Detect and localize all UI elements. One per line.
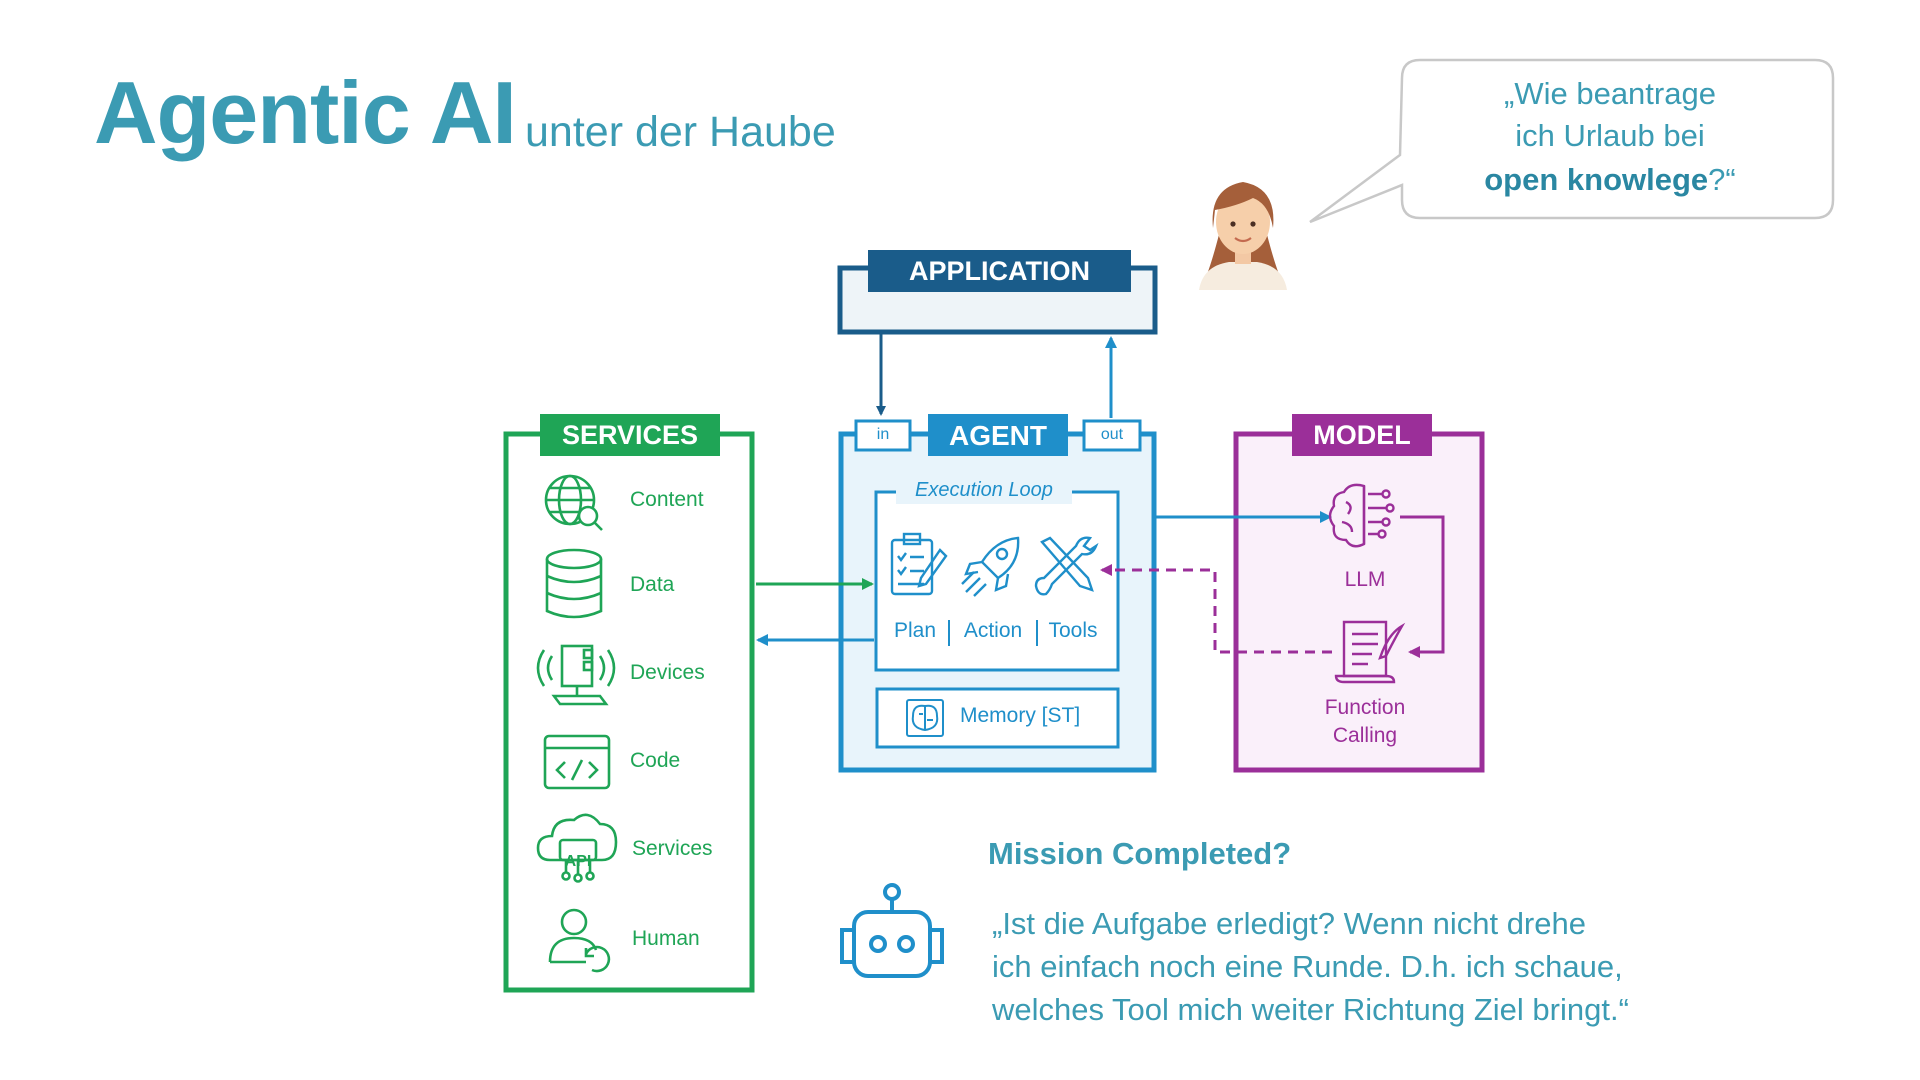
page-title: Agentic AI <box>94 63 517 162</box>
arrow-llm-to-function <box>1400 515 1445 658</box>
execution-loop-label: Execution Loop <box>915 479 1053 501</box>
service-item-code: Code <box>630 749 681 772</box>
database-icon <box>545 548 603 619</box>
memory-label: Memory [ST] <box>960 704 1081 727</box>
function-calling-label-2: Calling <box>1332 724 1398 747</box>
rocket-icon <box>961 536 1020 597</box>
mission-quote-line-1: „Ist die Aufgabe erledigt? Wenn nicht dr… <box>992 906 1586 941</box>
bubble-bold-text: open knowlege <box>1484 162 1709 197</box>
model-header <box>1292 414 1432 456</box>
mission-quote-line-2: ich einfach noch eine Runde. D.h. ich sc… <box>992 949 1623 984</box>
tools-icon <box>1034 536 1099 596</box>
llm-label: LLM <box>1344 568 1386 591</box>
api-cloud-icon <box>536 813 618 883</box>
service-item-data: Data <box>630 573 675 596</box>
speech-bubble <box>1309 58 1835 224</box>
function-calling-icon <box>1334 620 1406 684</box>
application-header <box>868 250 1131 292</box>
services-label: SERVICES <box>561 420 699 450</box>
services-header <box>540 414 720 456</box>
iot-device-icon <box>536 644 616 706</box>
services-box <box>503 431 755 993</box>
service-item-devices: Devices <box>630 661 705 684</box>
application-label: APPLICATION <box>909 256 1090 286</box>
agent-out-tab <box>1082 419 1142 452</box>
step-action-label: Action <box>963 619 1023 642</box>
execution-loop-label-bg <box>896 480 1072 504</box>
service-item-human: Human <box>632 927 700 950</box>
bubble-line-1: „Wie beantrage <box>1504 76 1716 111</box>
human-sync-icon <box>548 908 611 973</box>
memory-brain-icon <box>906 699 944 737</box>
arrow-function-to-tools <box>1100 564 1332 654</box>
bubble-line-3: open knowlege?“ <box>1410 162 1810 198</box>
robot-icon <box>840 883 944 978</box>
code-window-icon <box>543 734 611 790</box>
page-subtitle: unter der Haube <box>525 108 836 156</box>
api-icon-text: API <box>565 853 592 870</box>
agent-in-tab <box>854 419 912 452</box>
mission-quote-line-3: welches Tool mich weiter Richtung Ziel b… <box>992 992 1629 1027</box>
mission-title: Mission Completed? <box>988 836 1292 871</box>
agent-header <box>928 414 1068 456</box>
bubble-line-2: ich Urlaub bei <box>1515 118 1705 153</box>
service-item-services: Services <box>632 837 713 860</box>
bubble-line-3-end: ?“ <box>1708 162 1736 197</box>
model-label: MODEL <box>1313 420 1411 450</box>
person-avatar <box>1199 182 1287 290</box>
llm-brain-icon <box>1328 483 1395 548</box>
service-item-content: Content <box>630 488 704 511</box>
function-calling-label-1: Function <box>1324 696 1406 719</box>
clipboard-icon <box>890 532 948 596</box>
model-box <box>1233 431 1485 773</box>
step-tools-label: Tools <box>1048 619 1098 642</box>
globe-search-icon <box>544 474 603 531</box>
agent-label: AGENT <box>949 420 1047 451</box>
agent-in-label: in <box>876 426 890 443</box>
agent-out-label: out <box>1100 426 1124 443</box>
step-plan-label: Plan <box>893 619 937 642</box>
memory-box <box>875 687 1120 749</box>
